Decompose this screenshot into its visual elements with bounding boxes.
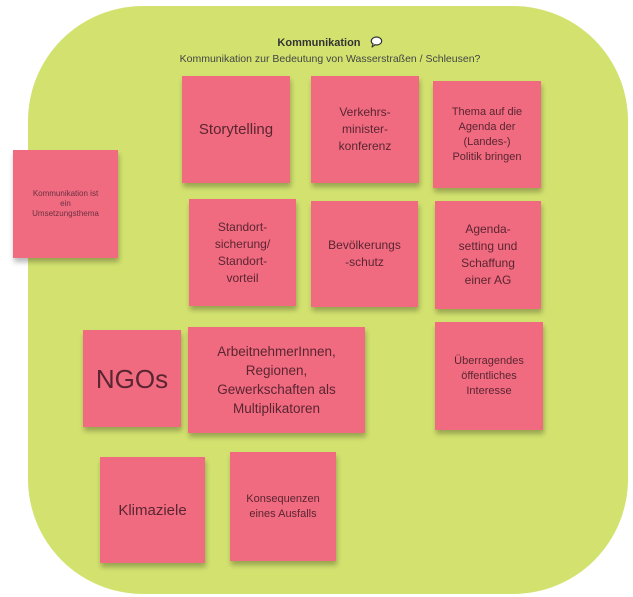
sticky-note-klimaziele[interactable]: Klimaziele	[100, 457, 205, 563]
sticky-note-standortsicherung[interactable]: Standort- sicherung/ Standort- vorteil	[189, 199, 296, 306]
sticky-note-oeffentliches-interesse[interactable]: Überragendes öffentliches Interesse	[435, 322, 543, 430]
sticky-note-agenda-setting[interactable]: Agenda- setting und Schaffung einer AG	[435, 201, 541, 309]
sticky-note-ngos[interactable]: NGOs	[83, 330, 181, 427]
sticky-note-text: Kommunikation ist ein Umsetzungsthema	[32, 189, 99, 218]
sticky-note-text: Storytelling	[198, 121, 274, 138]
sticky-note-verkehrsministerkonferenz[interactable]: Verkehrs- minister- konferenz	[311, 76, 419, 183]
frame-title-row: Kommunikation	[100, 36, 560, 52]
sticky-note-arbeitnehmerinnen[interactable]: ArbeitnehmerInnen, Regionen, Gewerkschaf…	[188, 327, 365, 433]
sticky-note-text: ArbeitnehmerInnen, Regionen, Gewerkschaf…	[217, 344, 336, 416]
sticky-note-text: Verkehrs- minister- konferenz	[338, 105, 392, 153]
sticky-note-kommunikation-umsetzungsthema[interactable]: Kommunikation ist ein Umsetzungsthema	[13, 150, 118, 258]
sticky-note-konsequenzen-ausfall[interactable]: Konsequenzen eines Ausfalls	[230, 452, 336, 561]
sticky-note-bevoelkerungsschutz[interactable]: Bevölkerungs -schutz	[311, 201, 418, 307]
frame-subtitle[interactable]: Kommunikation zur Bedeutung von Wasserst…	[179, 53, 481, 65]
frame-title[interactable]: Kommunikation	[277, 37, 361, 49]
sticky-note-storytelling[interactable]: Storytelling	[182, 76, 290, 183]
sticky-note-text: Agenda- setting und Schaffung einer AG	[458, 222, 518, 287]
sticky-note-text: Konsequenzen eines Ausfalls	[246, 492, 320, 520]
sticky-note-agenda-politik[interactable]: Thema auf die Agenda der (Landes-) Polit…	[433, 81, 541, 188]
sticky-note-text: Klimaziele	[118, 501, 187, 519]
sticky-note-text: Thema auf die Agenda der (Landes-) Polit…	[451, 105, 523, 163]
frame-header: Kommunikation Kommunikation zur Bedeutun…	[100, 36, 560, 66]
comment-icon[interactable]	[370, 36, 383, 52]
sticky-note-text: Bevölkerungs -schutz	[328, 238, 401, 269]
sticky-note-text: NGOs	[95, 363, 169, 394]
sticky-note-text: Überragendes öffentliches Interesse	[454, 354, 524, 397]
sticky-note-text: Standort- sicherung/ Standort- vorteil	[214, 219, 271, 285]
